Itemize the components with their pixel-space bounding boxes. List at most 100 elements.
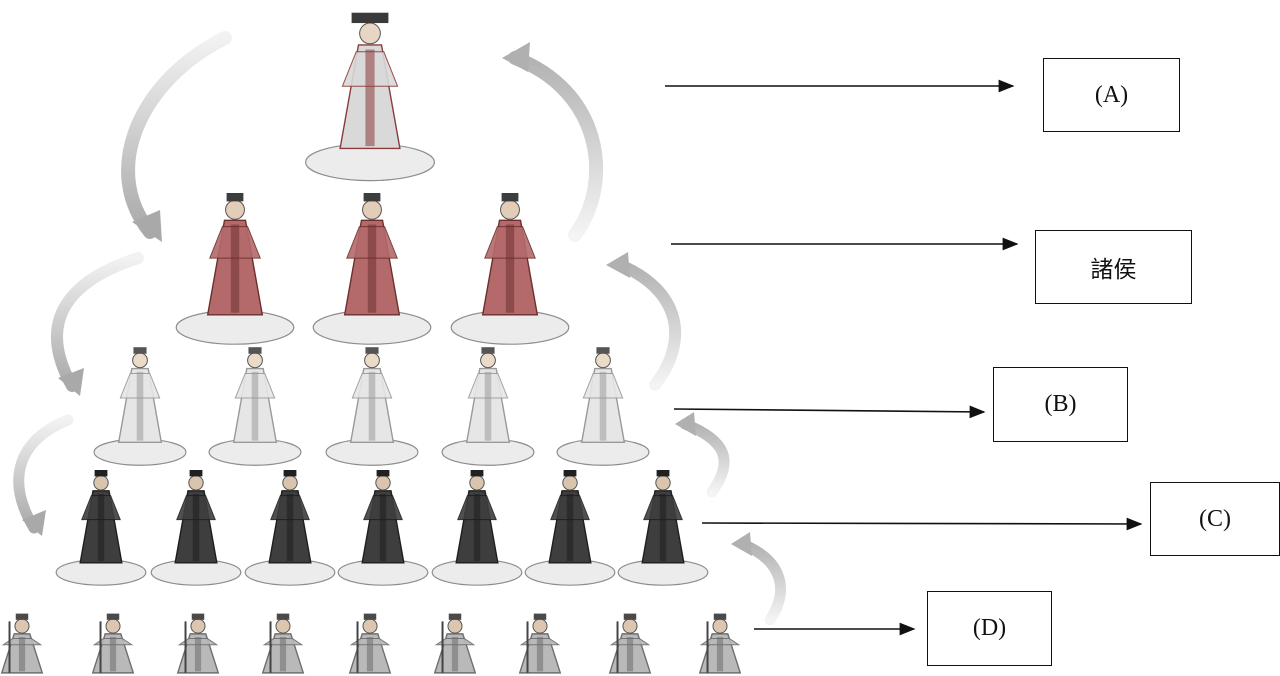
tier-c-figure [337,470,429,586]
curved-arrow-right-2 [614,259,682,391]
figure-hat [363,193,381,202]
figure-hat [106,613,120,620]
tier-b-figure [93,347,187,466]
figure-head [375,475,391,491]
figure-head [469,475,485,491]
figure-hat [189,470,203,477]
downward-curved-arrows [13,31,232,536]
label-zhuhou-text: 諸侯 [1090,257,1137,283]
figure-hat [351,12,389,24]
figure-sash [286,494,294,562]
figure-hat [191,613,205,620]
tier-b-figure [556,347,650,466]
figure-hat [226,193,244,202]
tier-c-figure [524,470,616,586]
figure-sash [716,637,724,672]
pointer-arrows [665,79,1143,636]
figure-sash [626,637,634,672]
curved-arrow-right-1 [508,51,604,242]
figure-hat [713,613,727,620]
figure-sash [379,494,387,562]
figure-head [362,618,378,634]
figure-sash [365,49,375,147]
figure-head [14,618,30,634]
label-box-b: (B) [993,367,1128,442]
tier-d-figure [348,613,392,674]
label-box-d: (D) [927,591,1052,666]
figure-hat [365,347,379,354]
figure-head [500,199,520,220]
figure-sash [566,494,574,562]
figure-head [225,199,245,220]
figure-hat [363,613,377,620]
tier-d-figure [433,613,477,674]
label-d-text: (D) [972,615,1007,641]
figure-head [480,352,496,369]
figure-head [188,475,204,491]
top-ruler-figure [305,12,436,182]
tier-b-figure [325,347,419,466]
figure-hat [501,193,519,202]
tier-c-figure [150,470,242,586]
figure-head [362,199,382,220]
figure-head [93,475,109,491]
tier-b-figure [208,347,302,466]
figure-sash [279,637,287,672]
tier-c-figure [617,470,709,586]
label-b-text: (B) [1044,391,1077,417]
figure-hat [15,613,29,620]
figure-head [359,22,381,45]
figure-hat [596,347,610,354]
figure-sash [251,371,259,441]
feudal-lords-figure [175,193,295,345]
label-box-zhuhou: 諸侯 [1035,230,1192,304]
figure-sash [599,371,607,441]
figure-sash [367,224,377,313]
figure-hat [623,613,637,620]
figure-head [562,475,578,491]
figure-sash [366,637,374,672]
tier-d-figure [261,613,305,674]
figure-sash [97,494,105,562]
curved-arrow-left-3-head [22,510,46,536]
figure-head [622,618,638,634]
pedestal [175,310,295,345]
tier-c-figure [244,470,336,586]
curved-arrow-right-4-head [731,532,752,556]
figure-hat [276,613,290,620]
figure-head [282,475,298,491]
figure-hat [94,470,108,477]
curved-arrow-right-3 [679,418,730,498]
figure-head [247,352,263,369]
figure-sash [192,494,200,562]
label-box-c: (C) [1150,482,1280,556]
figure-hat [283,470,297,477]
curved-arrow-right-1-head [502,42,530,72]
figure-hat [248,347,262,354]
hierarchy-figures [0,12,742,674]
figure-head [447,618,463,634]
figure-sash [473,494,481,562]
pointer-arrow-b [673,405,986,419]
curved-arrow-right-2-head [606,252,630,278]
tier-d-figure [0,613,44,674]
figure-head [190,618,206,634]
figure-sash [368,371,376,441]
figure-hat [376,470,390,477]
tier-c-figure [55,470,147,586]
tier-b-figure [441,347,535,466]
figure-sash [136,371,144,441]
tier-d-figure [608,613,652,674]
curved-arrow-left-2 [51,252,144,392]
curved-arrow-left-3 [13,414,74,534]
tier-d-figure [176,613,220,674]
pedestal [312,310,432,345]
figure-head [275,618,291,634]
label-a-text: (A) [1094,81,1129,108]
figure-hat [470,470,484,477]
curved-arrow-right-4 [736,538,787,626]
figure-hat [656,470,670,477]
figure-head [364,352,380,369]
figure-head [655,475,671,491]
